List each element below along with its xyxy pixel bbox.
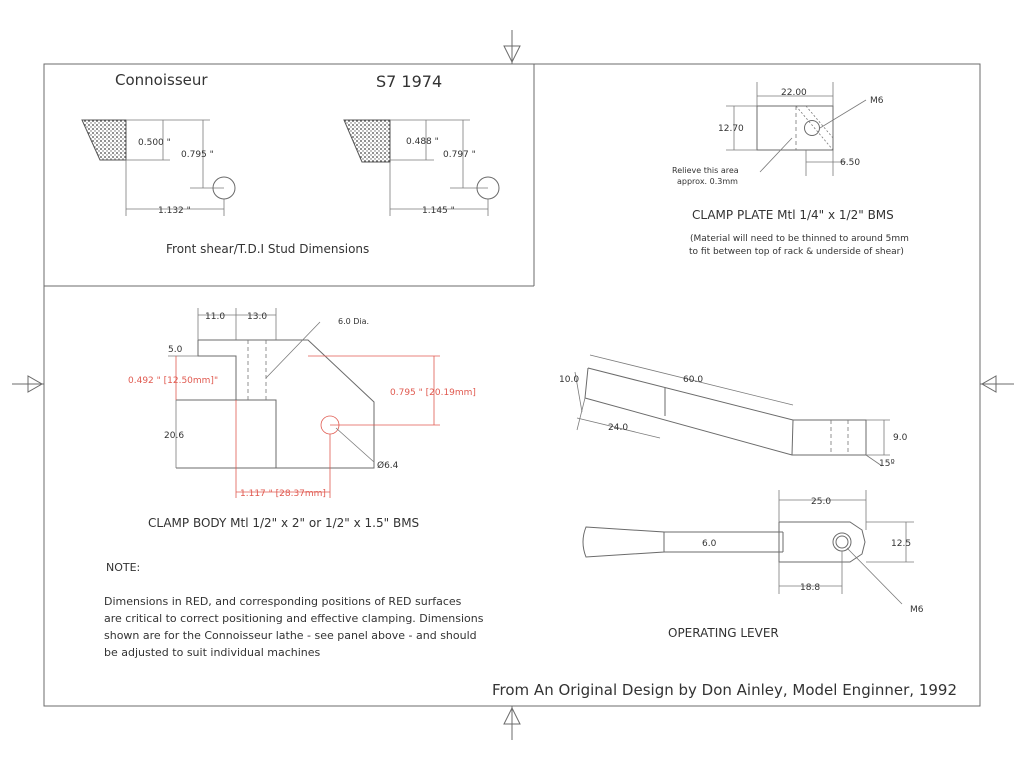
bottom-center-mark — [503, 706, 521, 740]
lever-side-drawing — [574, 354, 890, 467]
lever-top-hole-label: M6 — [910, 605, 924, 615]
clamp-body-red-bottom: 1.117 " [28.37mm] — [240, 489, 326, 499]
clamp-body-title: CLAMP BODY Mtl 1/2" x 2" or 1/2" x 1.5" … — [148, 516, 419, 530]
clamp-body-dim-11: 11.0 — [205, 312, 225, 322]
clamp-body-dim-20: 20.6 — [164, 431, 184, 441]
clamp-plate-relieve-1: Relieve this area — [672, 166, 739, 175]
design-credit: From An Original Design by Don Ainley, M… — [492, 681, 957, 699]
stud-right-drawing — [343, 119, 500, 216]
clamp-body-drawing — [168, 308, 440, 498]
stud-left-dim-a: 0.500 " — [138, 138, 171, 148]
note-line-4: be adjusted to suit individual machines — [104, 646, 321, 659]
clamp-plate-height: 12.70 — [718, 124, 744, 134]
stud-left-dim-b: 0.795 " — [181, 150, 214, 160]
lever-top-dim-6: 6.0 — [702, 539, 717, 549]
clamp-plate-title: CLAMP PLATE Mtl 1/4" x 1/2" BMS — [692, 208, 894, 222]
lever-side-dim-10: 10.0 — [559, 375, 579, 385]
stud-right-dim-b: 0.797 " — [443, 150, 476, 160]
clamp-plate-drawing — [726, 82, 867, 176]
clamp-plate-note-1: (Material will need to be thinned to aro… — [690, 234, 909, 244]
lever-side-dim-60: 60.0 — [683, 375, 703, 385]
lever-side-dim-24: 24.0 — [608, 423, 628, 433]
lever-side-angle: 15º — [879, 459, 895, 469]
stud-right-dim-a: 0.488 " — [406, 137, 439, 147]
lever-top-dim-188: 18.8 — [800, 583, 820, 593]
clamp-body-dia: 6.0 Dia. — [338, 317, 369, 326]
clamp-plate-offset: 6.50 — [840, 158, 860, 168]
clamp-body-hole-label: Ø6.4 — [377, 460, 399, 471]
note-line-1: Dimensions in RED, and corresponding pos… — [104, 595, 462, 608]
lever-top-dim-25: 25.0 — [811, 497, 831, 507]
right-center-mark — [980, 375, 1014, 393]
lever-title: OPERATING LEVER — [668, 626, 779, 640]
clamp-plate-note-2: to fit between top of rack & underside o… — [689, 247, 904, 257]
left-center-mark — [12, 375, 44, 393]
clamp-plate-hole — [804, 120, 820, 136]
note-heading: NOTE: — [106, 561, 140, 574]
clamp-plate-hole-label: M6 — [870, 96, 884, 106]
shear-profile-right — [343, 119, 391, 163]
top-center-mark — [503, 30, 521, 64]
note-line-3: shown are for the Connoisseur lathe - se… — [104, 629, 477, 642]
clamp-body-red-right: 0.795 " [20.19mm] — [390, 388, 476, 398]
lever-top-drawing — [582, 490, 914, 605]
stud-left-dim-c: 1.132 " — [158, 206, 191, 216]
clamp-body-red-left: 0.492 " [12.50mm]" — [128, 376, 218, 386]
shear-profile-left — [81, 119, 127, 161]
stud-right-dim-c: 1.145 " — [422, 206, 455, 216]
lever-hole-inner — [835, 535, 849, 549]
stud-caption: Front shear/T.D.I Stud Dimensions — [166, 242, 369, 256]
note-line-2: are critical to correct positioning and … — [104, 612, 484, 625]
clamp-body-dim-13: 13.0 — [247, 312, 267, 322]
stud-left-drawing — [81, 119, 236, 216]
stud-right-title: S7 1974 — [376, 72, 442, 91]
lever-top-dim-125: 12.5 — [891, 539, 911, 549]
clamp-plate-width: 22.00 — [781, 88, 807, 98]
clamp-body-dim-5: 5.0 — [168, 345, 183, 355]
clamp-plate-relieve-2: approx. 0.3mm — [677, 177, 738, 186]
stud-left-title: Connoisseur — [115, 71, 208, 89]
lever-side-dim-9: 9.0 — [893, 433, 908, 443]
